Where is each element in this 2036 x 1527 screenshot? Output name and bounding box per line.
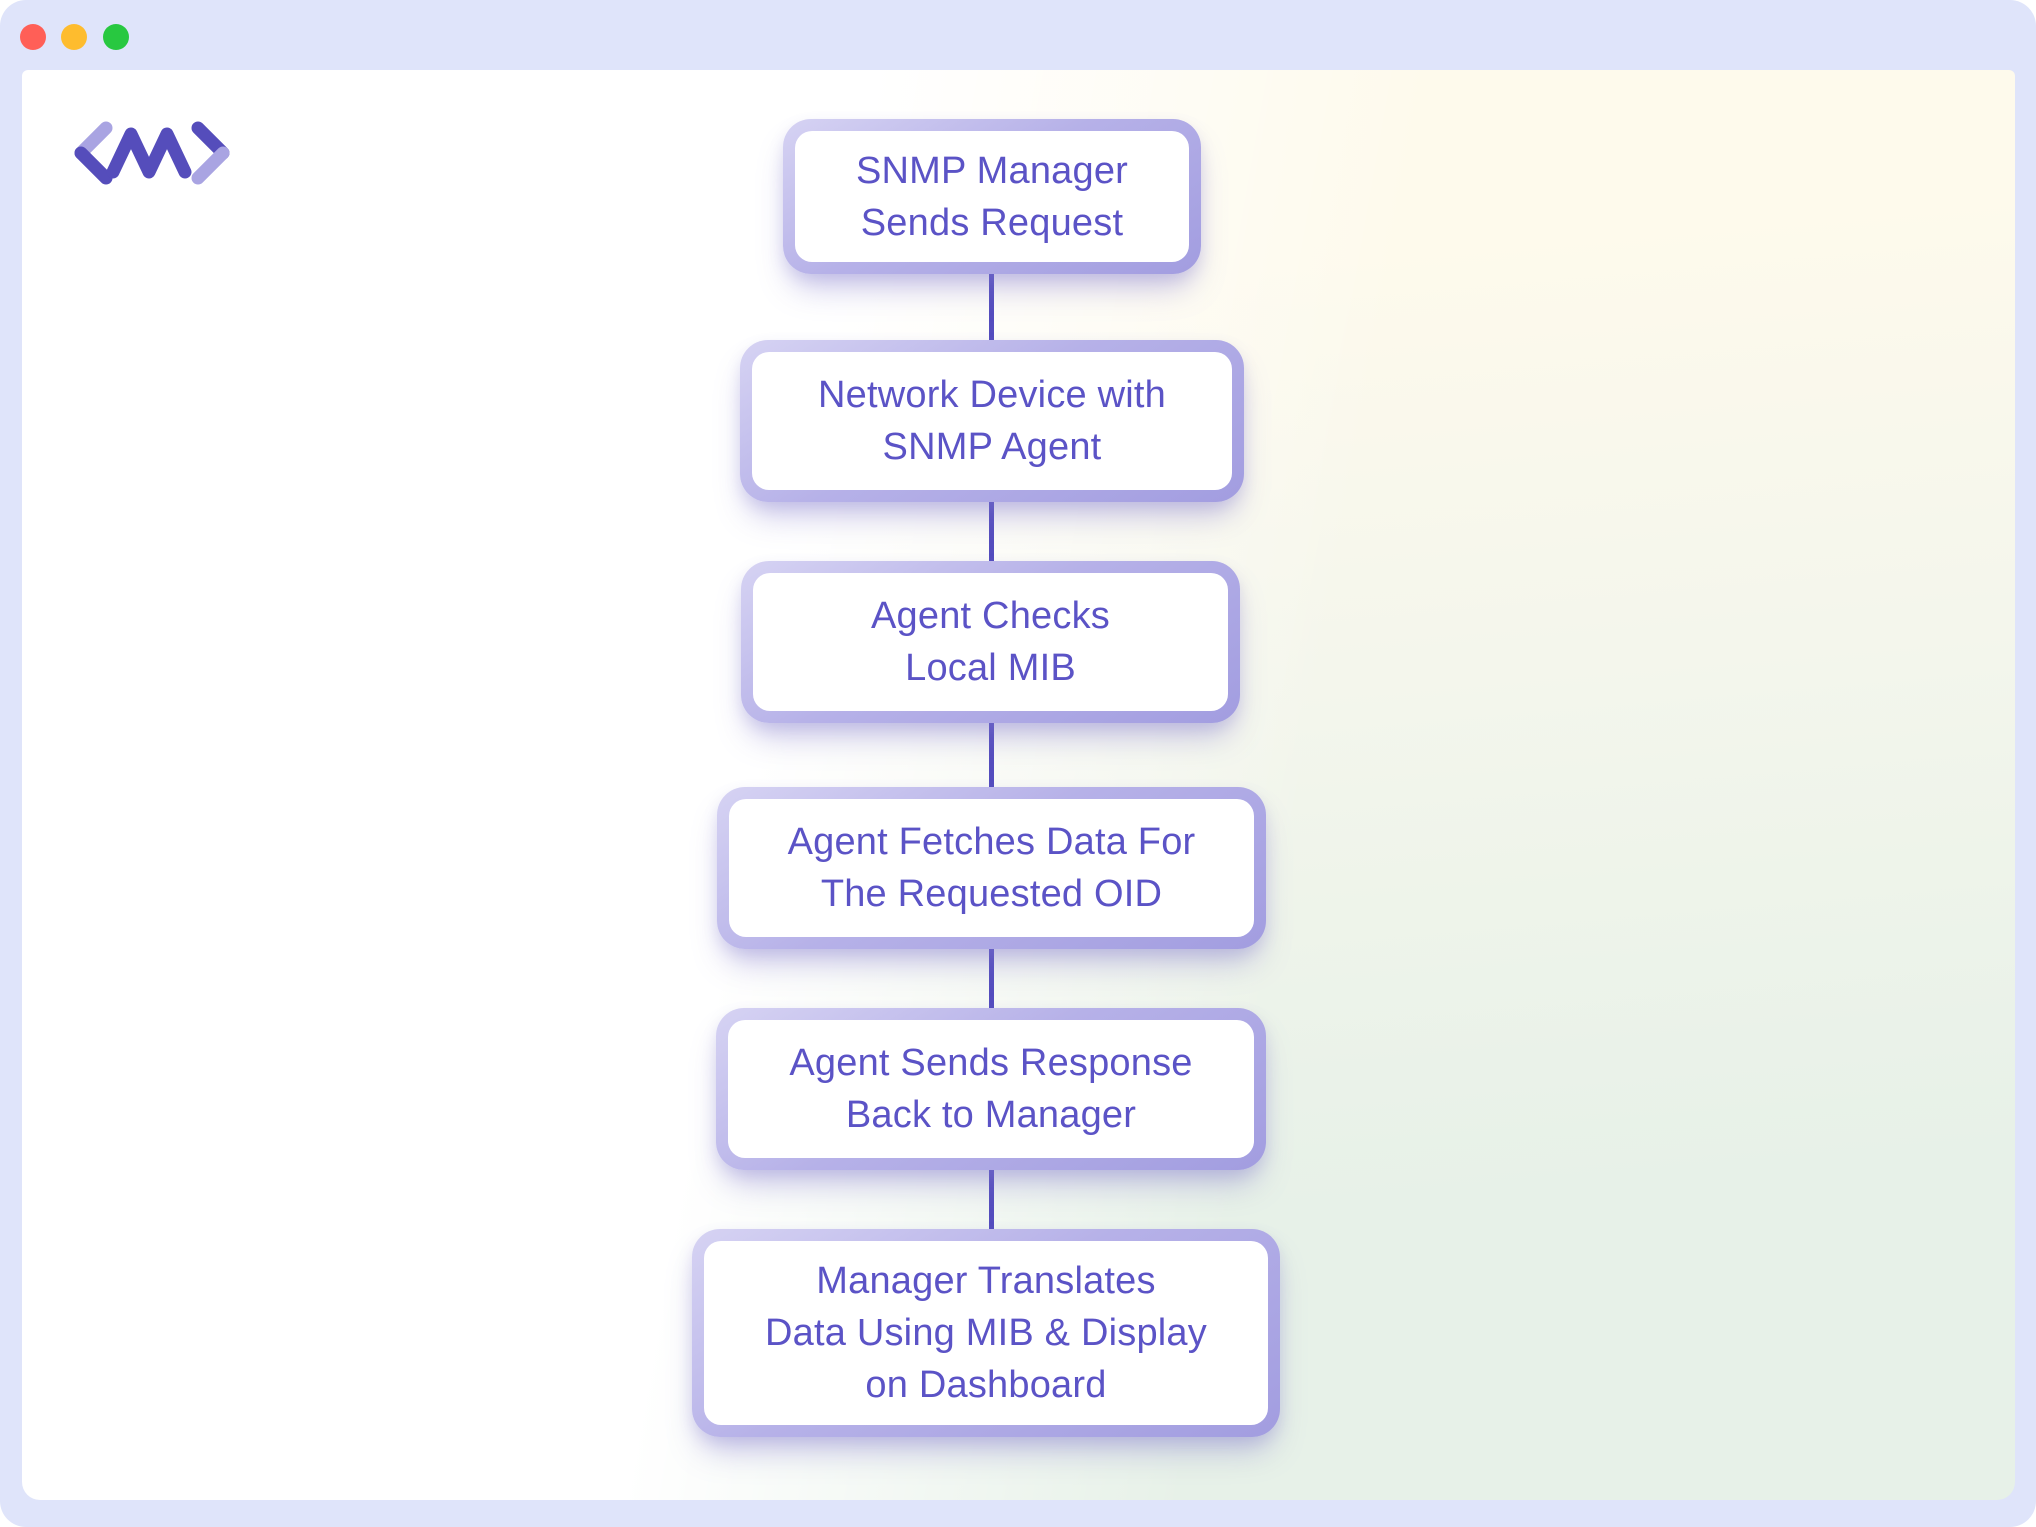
flow-step-3: Agent Checks Local MIB (741, 561, 1240, 723)
flow-step-5: Agent Sends Response Back to Manager (716, 1008, 1266, 1170)
flow-step-3-label: Agent Checks Local MIB (871, 595, 1110, 689)
flow-step-6-label: Manager Translates Data Using MIB & Disp… (765, 1260, 1207, 1406)
flow-connector-line (989, 255, 994, 1275)
flow-step-6-card: Manager Translates Data Using MIB & Disp… (704, 1241, 1268, 1425)
window-titlebar (0, 0, 2036, 70)
flow-step-4-card: Agent Fetches Data For The Requested OID (729, 799, 1254, 937)
flow-step-1-card: SNMP Manager Sends Request (795, 131, 1189, 262)
flow-step-1-label: SNMP Manager Sends Request (855, 149, 1129, 244)
flow-step-5-card: Agent Sends Response Back to Manager (728, 1020, 1254, 1158)
flow-step-4: Agent Fetches Data For The Requested OID (717, 787, 1266, 949)
flow-step-4-label: Agent Fetches Data For The Requested OID (787, 821, 1196, 915)
flow-step-2: Network Device with SNMP Agent (740, 340, 1244, 502)
close-button[interactable] (20, 24, 46, 50)
flow-step-5-label: Agent Sends Response Back to Manager (789, 1042, 1193, 1136)
minimize-button[interactable] (61, 24, 87, 50)
code-zigzag-logo-icon (74, 121, 230, 185)
flow-step-3-card: Agent Checks Local MIB (753, 573, 1228, 711)
flow-step-2-label: Network Device with SNMP Agent (817, 374, 1166, 468)
flow-step-6: Manager Translates Data Using MIB & Disp… (692, 1229, 1280, 1437)
flow-step-2-card: Network Device with SNMP Agent (752, 352, 1232, 490)
maximize-button[interactable] (103, 24, 129, 50)
flow-step-1: SNMP Manager Sends Request (783, 119, 1201, 274)
